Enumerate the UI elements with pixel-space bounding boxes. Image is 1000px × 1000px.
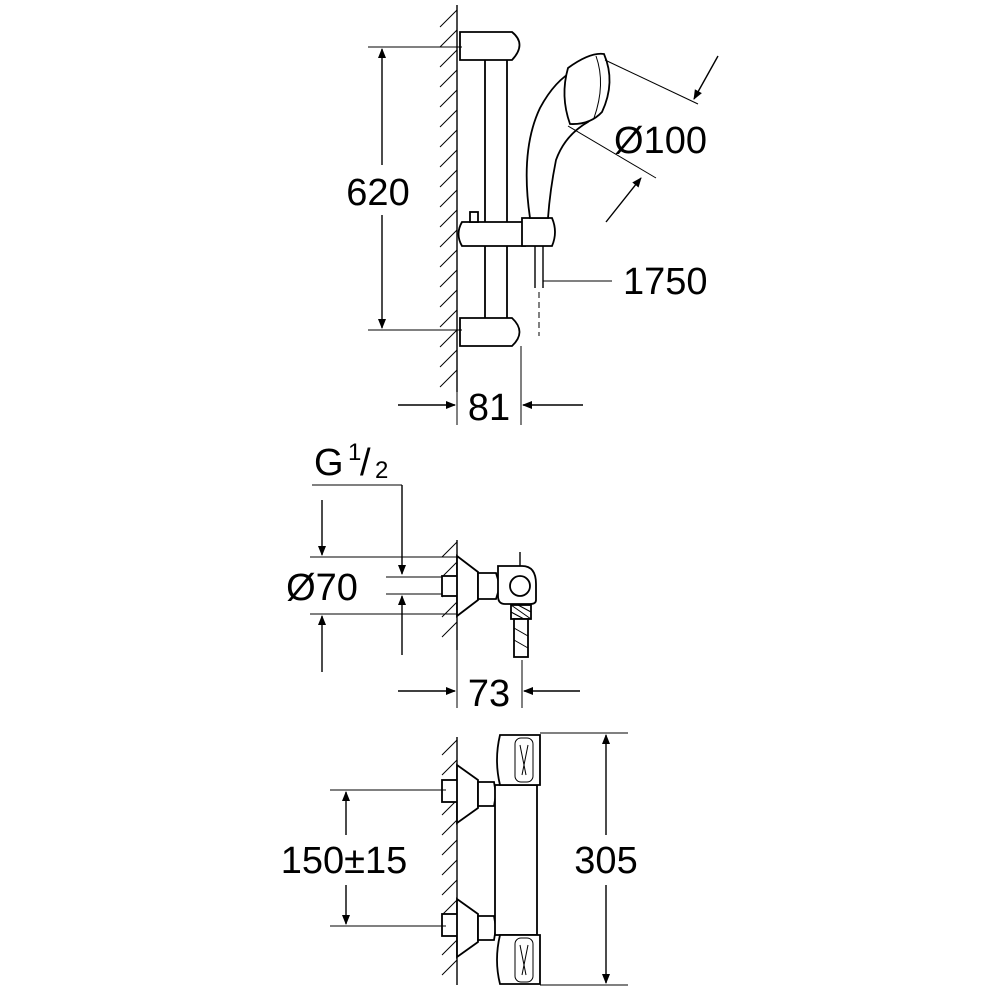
dim-305-label: 305 [574,840,637,882]
side-inlet-stub [441,575,459,597]
thread-prefix: G [314,442,344,484]
upper-nut [477,781,497,807]
dia100-label: Ø100 [614,120,707,162]
lower-escutcheon [456,897,479,959]
hose-length-label: 1750 [623,261,708,303]
side-outlet-circle [509,575,531,597]
thermostat-front-view: 150±15 305 [281,732,638,986]
thread-denominator: 2 [375,457,388,484]
slider-knob [469,211,479,223]
thermostat-side-view: G 1 / 2 Ø70 [286,439,580,715]
lower-grip-line-2 [521,944,529,976]
dia100-arrow-bottom [605,177,642,223]
lower-inlet-stub [441,913,459,937]
side-nut [477,572,501,600]
lower-handle [496,934,541,985]
thread-numerator: 1 [348,439,361,466]
upper-grip-line-1 [519,744,527,776]
dia100-ext-top [604,59,699,105]
upper-escutcheon [456,763,479,825]
shower-holder [521,217,556,247]
lower-handle-grip [514,937,534,983]
top-bracket [459,31,521,61]
side-hose-lines [513,627,529,649]
front-wall-hatching [441,739,458,976]
lower-grip-line-1 [519,944,527,976]
dia100-ext-bottom [567,125,657,179]
dim-81-label: 81 [468,387,510,429]
upper-grip-line-2 [521,744,529,776]
dia70-label: Ø70 [286,567,358,609]
thread-slash: / [360,442,371,484]
dim-73-label: 73 [468,673,510,715]
head-face-line [593,55,602,119]
hand-shower-head [563,52,611,125]
dim-150-label: 150±15 [281,840,408,882]
upper-handle-grip [514,737,534,783]
upper-handle [496,734,541,786]
bottom-bracket [459,317,521,347]
shower-rail-view: 620 Ø100 1750 81 [346,5,719,429]
dia100-arrow-top [693,55,719,100]
upper-inlet-stub [441,779,459,803]
rail-pole [484,57,508,321]
wall-hatching [439,9,458,388]
lower-nut [477,915,497,941]
dim-620-label: 620 [346,172,409,214]
side-hose-connector [513,618,529,658]
slider [457,221,526,247]
thermostat-body [494,784,538,936]
side-escutcheon [456,554,479,618]
side-outlet-knurl [510,604,532,620]
